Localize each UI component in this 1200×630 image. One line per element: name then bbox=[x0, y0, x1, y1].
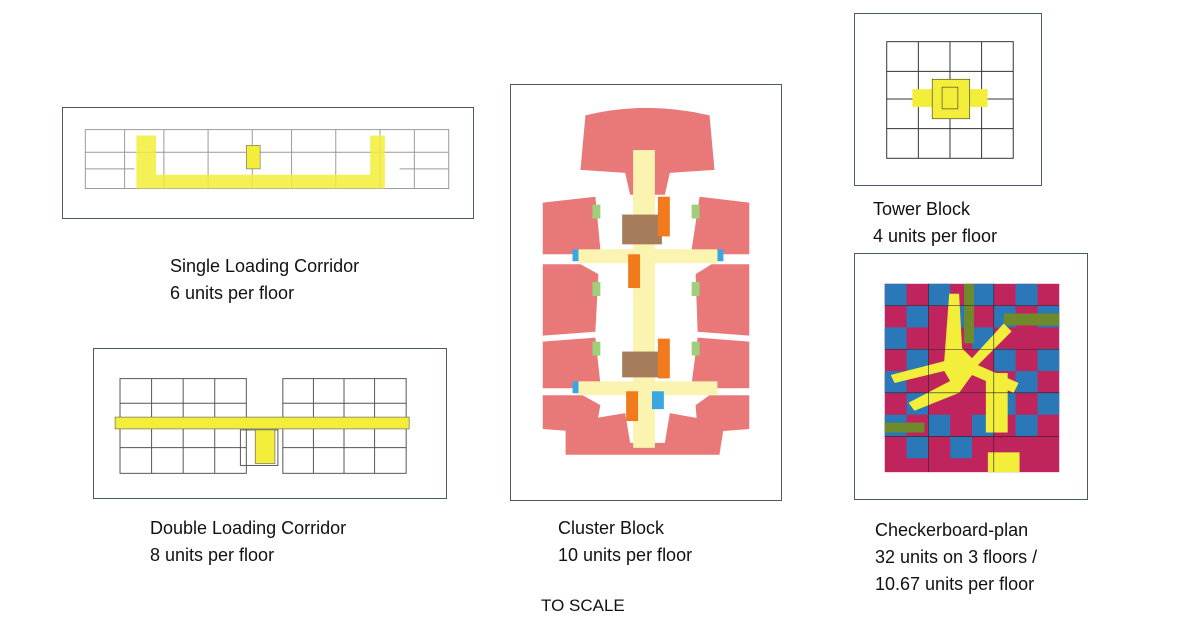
cluster-lifts bbox=[572, 249, 724, 410]
double-loading-corridor-plan bbox=[93, 348, 447, 499]
tower-block-caption: Tower Block 4 units per floor bbox=[873, 196, 997, 250]
checkerboard-floor-plan-drawing bbox=[884, 283, 1060, 473]
checkerboard-units-line2: 10.67 units per floor bbox=[875, 574, 1035, 594]
scale-note: TO SCALE bbox=[541, 596, 625, 615]
tower-block-floor-plan-drawing bbox=[886, 41, 1014, 159]
single-core bbox=[246, 145, 261, 170]
double-loading-title: Double Loading Corridor bbox=[150, 518, 347, 538]
cluster-block-floor-plan-drawing bbox=[542, 107, 750, 455]
cluster-block-units: 10 units per floor bbox=[558, 545, 693, 565]
checker-courtyards bbox=[884, 283, 1060, 433]
tower-block-units: 4 units per floor bbox=[873, 226, 998, 246]
checkerboard-title: Checkerboard-plan bbox=[875, 520, 1029, 540]
tower-block-title: Tower Block bbox=[873, 199, 971, 219]
double-loading-floor-plan-drawing bbox=[114, 378, 410, 474]
checker-circulation bbox=[890, 293, 1020, 473]
cluster-block-title: Cluster Block bbox=[558, 518, 665, 538]
double-core bbox=[254, 429, 276, 464]
single-corridor bbox=[136, 135, 385, 189]
tower-block-plan bbox=[854, 13, 1042, 186]
double-corridor bbox=[114, 416, 410, 430]
single-loading-caption: Single Loading Corridor 6 units per floo… bbox=[170, 253, 359, 307]
cluster-cores bbox=[622, 214, 662, 378]
checkerboard-units-line1: 32 units on 3 floors / bbox=[875, 547, 1038, 567]
checkerboard-caption: Checkerboard-plan 32 units on 3 floors /… bbox=[875, 517, 1037, 598]
single-loading-title: Single Loading Corridor bbox=[170, 256, 360, 276]
checkerboard-plan bbox=[854, 253, 1088, 500]
cluster-stairs bbox=[626, 196, 670, 422]
single-loading-units: 6 units per floor bbox=[170, 283, 295, 303]
single-loading-corridor-plan bbox=[62, 107, 474, 219]
cluster-block-plan bbox=[510, 84, 782, 501]
double-loading-units: 8 units per floor bbox=[150, 545, 275, 565]
double-loading-caption: Double Loading Corridor 8 units per floo… bbox=[150, 515, 346, 569]
single-loading-floor-plan-drawing bbox=[84, 129, 450, 190]
cluster-balconies bbox=[592, 204, 700, 356]
cluster-block-caption: Cluster Block 10 units per floor bbox=[558, 515, 692, 569]
tower-core bbox=[931, 78, 971, 120]
